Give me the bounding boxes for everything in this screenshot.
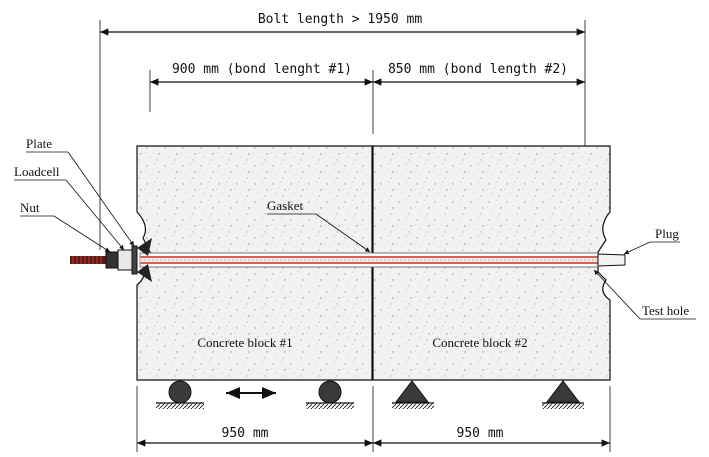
concrete-block-2-label: Concrete block #2 bbox=[432, 335, 527, 350]
bolt-length-label: Bolt length > 1950 mm bbox=[258, 12, 423, 27]
plug bbox=[597, 253, 626, 267]
concrete-block-1-label: Concrete block #1 bbox=[197, 335, 292, 350]
block-width-dimensions: 950 mm 950 mm bbox=[136, 386, 611, 452]
block-width-1-label: 950 mm bbox=[222, 426, 269, 441]
nut-label: Nut bbox=[20, 200, 40, 215]
bolt bbox=[139, 252, 599, 268]
bond-length-2-label: 850 mm (bond length #2) bbox=[388, 62, 568, 77]
bond-length-1-label: 900 mm (bond lenght #1) bbox=[172, 62, 352, 77]
bolt-length-dimension: Bolt length > 1950 mm bbox=[99, 10, 586, 250]
block-width-2-label: 950 mm bbox=[457, 426, 504, 441]
roller-supports bbox=[156, 380, 354, 409]
loadcell bbox=[117, 249, 133, 271]
loadcell-label: Loadcell bbox=[14, 164, 60, 179]
pin-supports bbox=[392, 380, 584, 409]
bolt-head-assembly bbox=[70, 238, 152, 282]
nut bbox=[105, 251, 119, 269]
plate-label: Plate bbox=[26, 136, 52, 151]
gasket-label: Gasket bbox=[267, 198, 303, 213]
bond-length-dimensions: 900 mm (bond lenght #1) 850 mm (bond len… bbox=[149, 62, 585, 134]
plug-label: Plug bbox=[655, 226, 679, 241]
callouts: Plate Loadcell Nut Gasket Plug Test hole bbox=[14, 136, 696, 320]
plate bbox=[131, 245, 138, 275]
test-hole-label: Test hole bbox=[642, 303, 689, 318]
